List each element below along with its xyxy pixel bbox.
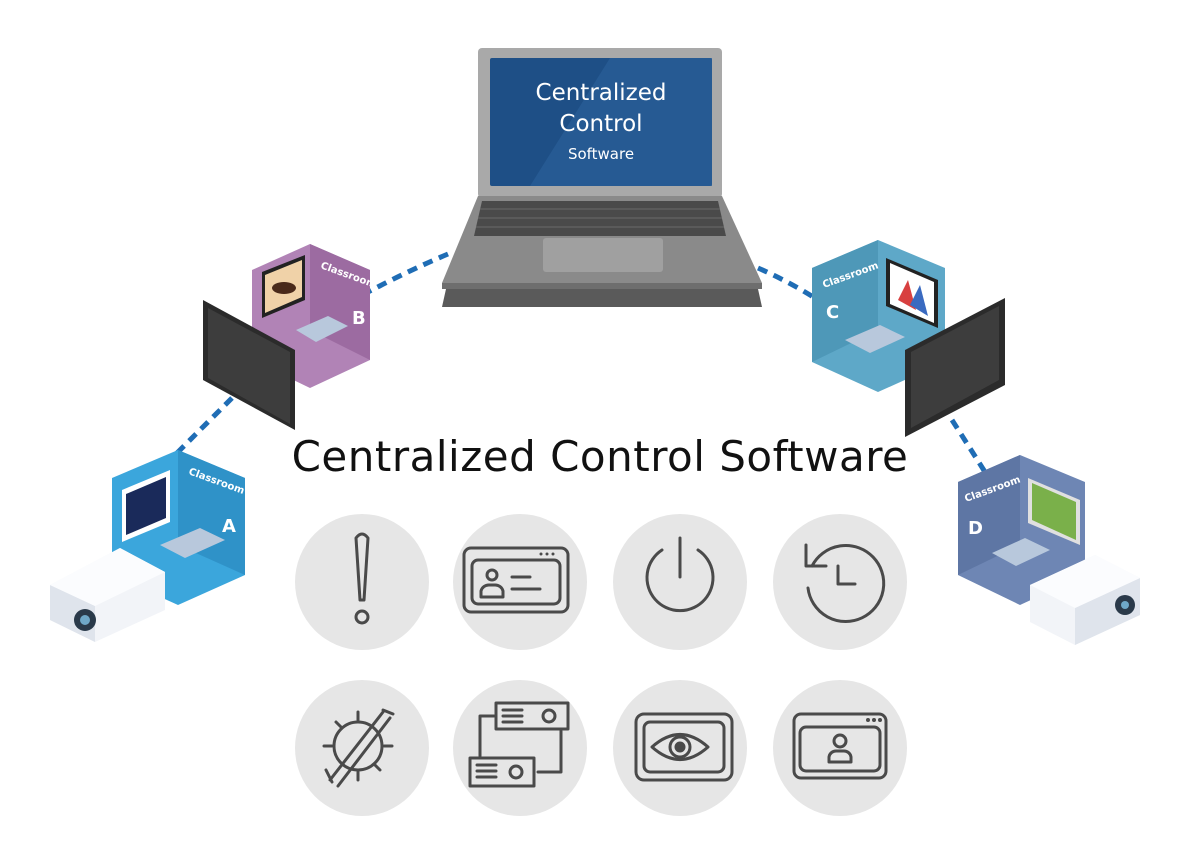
projector-switch-icon: [468, 701, 570, 788]
feature-bg-5: [295, 680, 429, 816]
monitor-eye-icon: [634, 712, 734, 782]
projector-a: [50, 548, 165, 642]
diagram-title: Centralized Control Software: [291, 432, 909, 481]
laptop: [442, 48, 762, 307]
laptop-screen-line1: Centralized: [535, 80, 667, 106]
classroom-c-letter: C: [826, 302, 839, 323]
maintenance-icon: [322, 708, 395, 788]
connector-b-a: [173, 396, 234, 457]
laptop-screen-line3: Software: [567, 145, 635, 163]
alert-icon: [354, 532, 370, 625]
connector-lines: [173, 251, 988, 474]
feature-bg-3: [613, 514, 747, 650]
id-card-icon: [462, 546, 570, 614]
feature-bg-4: [773, 514, 907, 650]
feature-bg-1: [295, 514, 429, 650]
classroom-b: Classroom B: [203, 244, 378, 430]
laptop-screen-line2: Control: [559, 111, 643, 137]
classroom-a-letter: A: [222, 516, 236, 537]
user-screen-icon: [792, 712, 888, 780]
history-icon: [804, 543, 886, 623]
trackpad: [543, 238, 663, 272]
connector-laptop-c: [756, 265, 820, 303]
classroom-a: Classroom A: [50, 450, 246, 642]
classroom-d-letter: D: [968, 518, 983, 539]
projector-d: [1030, 555, 1140, 645]
feature-bg-6: [453, 680, 587, 816]
power-icon: [645, 536, 715, 613]
connector-laptop-b: [366, 251, 449, 295]
classroom-b-letter: B: [352, 308, 366, 329]
classroom-d: Classroom D: [958, 455, 1140, 645]
classroom-c: Classroom C: [812, 240, 1005, 437]
connector-c-d: [949, 418, 988, 474]
